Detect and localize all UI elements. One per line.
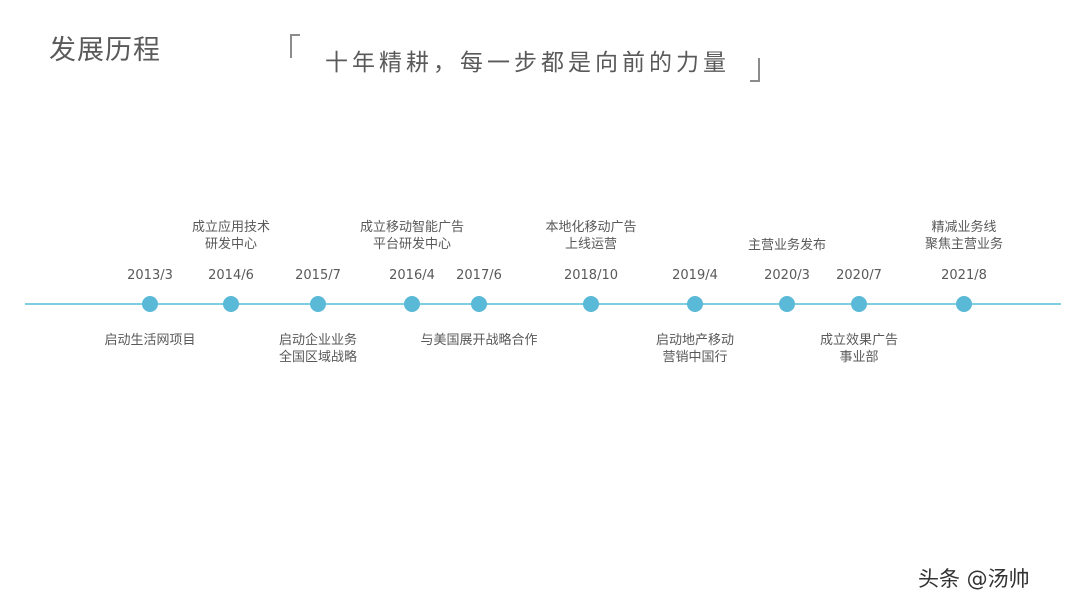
timeline-date: 2019/4	[672, 268, 718, 283]
timeline-event-line: 精减业务线	[931, 220, 997, 235]
timeline-date: 2015/7	[295, 268, 341, 283]
timeline-date: 2021/8	[941, 268, 987, 283]
right-corner-bracket	[750, 58, 760, 82]
timeline-date: 2016/4	[389, 268, 435, 283]
timeline-event-line: 主营业务发布	[747, 238, 827, 253]
slogan-block: 十年精耕，每一步都是向前的力量	[290, 34, 770, 86]
timeline-node	[956, 296, 972, 312]
timeline-event-line: 成立应用技术	[191, 220, 271, 235]
left-corner-bracket	[290, 34, 300, 58]
timeline-event-label: 成立应用技术研发中心	[192, 219, 270, 253]
timeline-event-label: 启动生活网项目	[104, 332, 195, 349]
timeline-event-label: 精减业务线聚焦主营业务	[925, 219, 1003, 253]
timeline-node	[687, 296, 703, 312]
timeline-event-line: 营销中国行	[662, 350, 728, 365]
timeline-event-line: 全国区域战略	[278, 350, 358, 365]
timeline-event-line: 与美国展开战略合作	[420, 333, 538, 348]
timeline-event-label: 与美国展开战略合作	[420, 332, 537, 349]
timeline-node	[142, 296, 158, 312]
timeline-node	[223, 296, 239, 312]
timeline-event-line: 聚焦主营业务	[924, 237, 1004, 252]
timeline-date: 2014/6	[208, 268, 254, 283]
timeline-date: 2013/3	[127, 268, 173, 283]
timeline-axis	[25, 303, 1061, 305]
timeline-event-label: 启动企业业务全国区域战略	[279, 332, 357, 366]
timeline-date: 2017/6	[456, 268, 502, 283]
timeline-event-label: 成立移动智能广告平台研发中心	[360, 219, 464, 253]
timeline-date: 2018/10	[563, 268, 619, 283]
timeline-date: 2020/3	[764, 268, 810, 283]
timeline-event-line: 研发中心	[204, 237, 258, 252]
slogan-text: 十年精耕，每一步都是向前的力量	[325, 50, 730, 76]
watermark: 头条 @汤帅	[918, 567, 1030, 591]
timeline-event-line: 上线运营	[564, 237, 618, 252]
timeline-event-line: 成立移动智能广告	[359, 220, 465, 235]
timeline-event-line: 本地化移动广告	[545, 220, 637, 235]
timeline-node	[310, 296, 326, 312]
timeline-event-label: 启动地产移动营销中国行	[656, 332, 734, 366]
timeline-node	[851, 296, 867, 312]
timeline-event-line: 启动生活网项目	[104, 333, 196, 348]
timeline-event-line: 成立效果广告	[819, 333, 899, 348]
timeline-event-line: 启动地产移动	[655, 333, 735, 348]
timeline-event-label: 成立效果广告事业部	[820, 332, 898, 366]
timeline-event-label: 主营业务发布	[748, 237, 826, 254]
timeline-node	[404, 296, 420, 312]
timeline-event-line: 事业部	[839, 350, 879, 365]
timeline-node	[583, 296, 599, 312]
timeline-event-line: 平台研发中心	[372, 237, 452, 252]
timeline-node	[779, 296, 795, 312]
page-title: 发展历程	[49, 35, 161, 66]
timeline-event-label: 本地化移动广告上线运营	[545, 219, 636, 253]
timeline-node	[471, 296, 487, 312]
timeline-event-line: 启动企业业务	[278, 333, 358, 348]
timeline-date: 2020/7	[836, 268, 882, 283]
